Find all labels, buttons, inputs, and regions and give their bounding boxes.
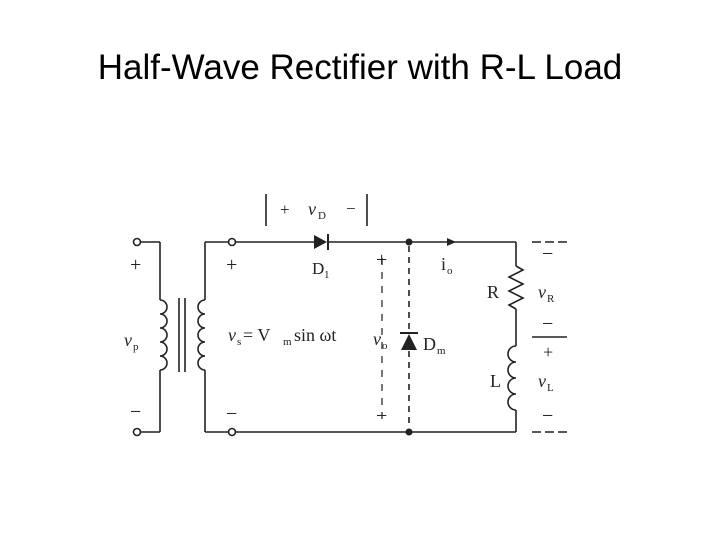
junction-dot-bottom xyxy=(405,428,413,436)
vr-bottom-sign: − xyxy=(542,313,553,335)
vl-bottom-sign: − xyxy=(542,405,553,427)
current-io-arrow xyxy=(447,238,456,246)
secondary-top-terminal xyxy=(227,237,237,247)
dm-subscript: m xyxy=(437,345,446,357)
primary-minus-sign: − xyxy=(130,401,141,423)
primary-coil xyxy=(159,299,168,371)
d1-label: D xyxy=(312,259,324,278)
vd-plus-sign: + xyxy=(280,200,290,219)
vl-subscript: L xyxy=(547,382,554,394)
secondary-coil xyxy=(197,299,206,371)
d1-subscript: 1 xyxy=(324,269,330,281)
primary-bottom-terminal xyxy=(132,427,142,437)
vp-label: v xyxy=(124,330,132,350)
slide-title: Half-Wave Rectifier with R-L Load xyxy=(97,48,623,87)
vo-subscript: o xyxy=(382,340,388,352)
vs-label: v xyxy=(228,325,236,345)
io-subscript: o xyxy=(447,265,453,277)
vs-equation-sin: sin ωt xyxy=(294,325,336,345)
resistor-r xyxy=(507,265,525,310)
vs-equation-vm: = V xyxy=(243,325,270,345)
vl-label: v xyxy=(538,371,546,391)
diode-dm xyxy=(400,332,418,350)
dm-label: D xyxy=(423,334,436,354)
r-label: R xyxy=(487,282,499,302)
diode-d1 xyxy=(314,234,329,250)
secondary-plus-sign: + xyxy=(226,254,237,276)
inductor-l xyxy=(507,345,517,411)
secondary-minus-sign: − xyxy=(226,403,237,425)
vd-minus-sign: − xyxy=(346,199,356,218)
primary-plus-sign: + xyxy=(130,254,141,276)
vr-subscript: R xyxy=(547,293,555,305)
primary-top-terminal xyxy=(132,237,142,247)
vo-plus-sign: + xyxy=(376,249,387,271)
vl-top-sign: + xyxy=(543,342,553,362)
vm-subscript: m xyxy=(283,336,292,348)
vo-label: v xyxy=(373,329,381,349)
l-label: L xyxy=(490,371,501,391)
vr-top-sign: − xyxy=(542,243,553,265)
vp-subscript: p xyxy=(133,341,139,353)
vs-subscript: s xyxy=(237,336,241,348)
vr-label: v xyxy=(538,282,546,302)
io-label: i xyxy=(441,254,446,274)
secondary-bottom-terminal xyxy=(227,427,237,437)
junction-dot-top xyxy=(405,238,413,246)
vd-subscript: D xyxy=(318,210,326,222)
vd-label: v xyxy=(308,199,316,219)
vo-minus-sign: − xyxy=(376,405,387,427)
